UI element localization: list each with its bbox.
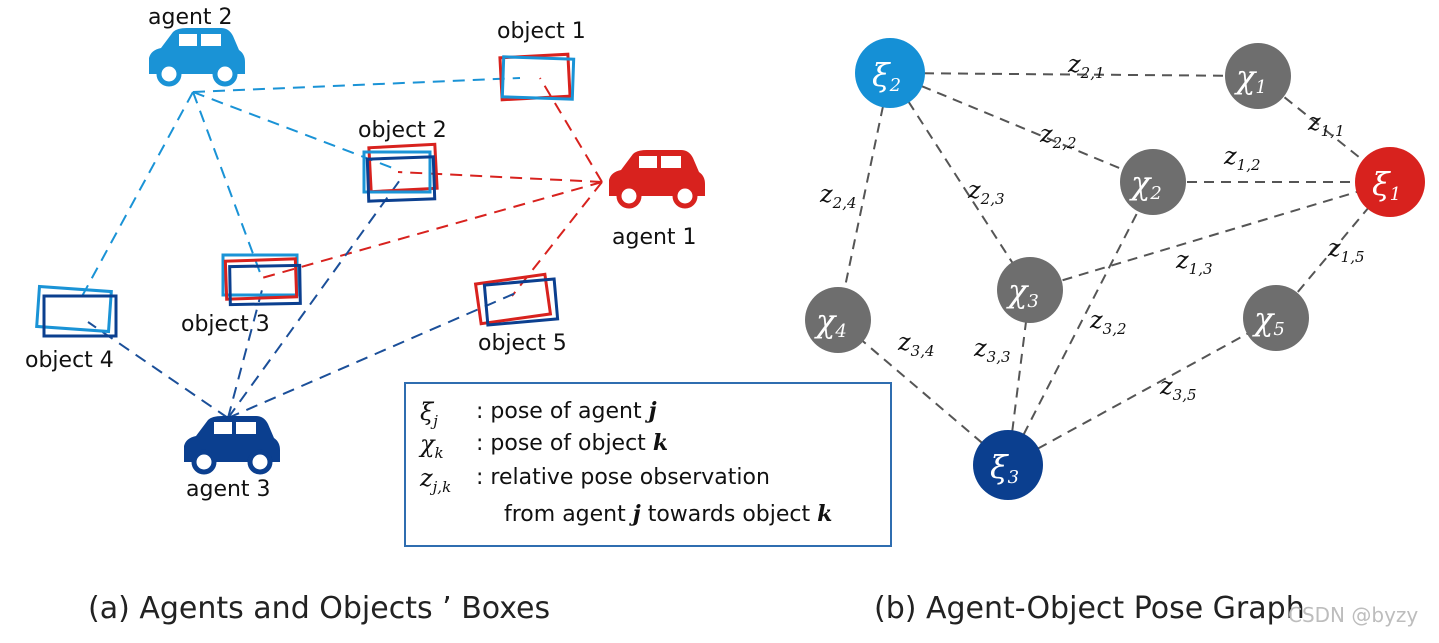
- svg-text:χk: χk: [418, 430, 444, 462]
- legend-row-chi: χk : pose of object k: [418, 430, 668, 462]
- agent-1-label: agent 1: [612, 225, 697, 250]
- node-xi3: ξ3: [973, 430, 1043, 500]
- agent-2-label: agent 2: [148, 5, 233, 30]
- svg-text:: pose of object k: : pose of object k: [476, 430, 668, 456]
- edge-label-z33: z3,3: [973, 334, 1011, 366]
- agent-2-car: [149, 28, 245, 87]
- node-xi1: ξ1: [1355, 147, 1425, 217]
- object-5-boxes: [473, 272, 560, 327]
- legend-box: ξj : pose of agent j χk : pose of object…: [404, 382, 892, 547]
- node-chi2: χ2: [1120, 149, 1186, 215]
- svg-text:zj,k: zj,k: [419, 464, 451, 496]
- object-3-boxes: [221, 253, 302, 307]
- agent-3-car: [184, 416, 280, 475]
- node-chi5: χ5: [1243, 285, 1309, 351]
- object-1-label: object 1: [497, 19, 586, 44]
- svg-text:χ4: χ4: [814, 302, 847, 342]
- svg-text:χ5: χ5: [1252, 300, 1285, 340]
- edge-label-z34: z3,4: [897, 328, 935, 360]
- object-2-boxes: [362, 142, 439, 203]
- svg-text:χ2: χ2: [1129, 164, 1162, 204]
- edge-label-z15: z1,5: [1327, 234, 1365, 266]
- svg-text:χ3: χ3: [1006, 272, 1039, 312]
- svg-text:: relative pose observation: : relative pose observation: [476, 465, 770, 490]
- svg-text:ξ3: ξ3: [990, 448, 1019, 488]
- agent-3-label: agent 3: [186, 477, 271, 502]
- caption-b: (b) Agent-Object Pose Graph: [874, 591, 1305, 626]
- node-chi4: χ4: [805, 287, 871, 353]
- node-chi3: χ3: [997, 257, 1063, 323]
- svg-text:ξ1: ξ1: [1372, 165, 1401, 205]
- edge-label-z32: z3,2: [1089, 306, 1127, 338]
- svg-text:ξ2: ξ2: [872, 56, 901, 96]
- legend-row-z-continued: from agent j towards object k: [504, 501, 832, 527]
- object-4-boxes: [35, 284, 118, 338]
- edge-label-z22: z2,2: [1039, 120, 1077, 152]
- edge-label-z11: z1,1: [1307, 108, 1345, 140]
- watermark: CSDN @byzy: [1288, 603, 1418, 627]
- object-2-label: object 2: [358, 118, 447, 143]
- agent3-observation-lines: [87, 179, 519, 419]
- edge-label-z12: z1,2: [1223, 142, 1261, 174]
- node-xi2: ξ2: [855, 38, 925, 108]
- object-5-label: object 5: [478, 331, 567, 356]
- agent1-observation-lines: [261, 77, 603, 297]
- edge-label-z24: z2,4: [819, 180, 857, 212]
- panel-a: agent 2 agent 1 agent 3 object 1 object …: [25, 5, 892, 626]
- svg-text:: pose of agent j: : pose of agent j: [476, 398, 657, 424]
- svg-text:χ1: χ1: [1234, 58, 1267, 98]
- legend-row-xi: ξj : pose of agent j: [420, 398, 657, 430]
- caption-a: (a) Agents and Objects ’ Boxes: [88, 591, 550, 626]
- object-1-boxes: [498, 52, 576, 102]
- edge-label-z23: z2,3: [967, 176, 1005, 208]
- panel-b: z2,1 z2,2 z2,3 z2,4 z1,1 z1,2 z1,3 z1,5 …: [805, 38, 1425, 626]
- object-4-label: object 4: [25, 348, 114, 373]
- legend-row-z: zj,k : relative pose observation: [419, 464, 770, 496]
- node-chi1: χ1: [1225, 43, 1291, 109]
- svg-text:ξj: ξj: [420, 398, 438, 430]
- edge-label-z35: z3,5: [1159, 372, 1197, 404]
- edge-label-z13: z1,3: [1175, 246, 1213, 278]
- agent-1-car: [609, 150, 705, 209]
- object-3-label: object 3: [181, 312, 270, 337]
- edge-label-z21: z2,1: [1067, 50, 1105, 82]
